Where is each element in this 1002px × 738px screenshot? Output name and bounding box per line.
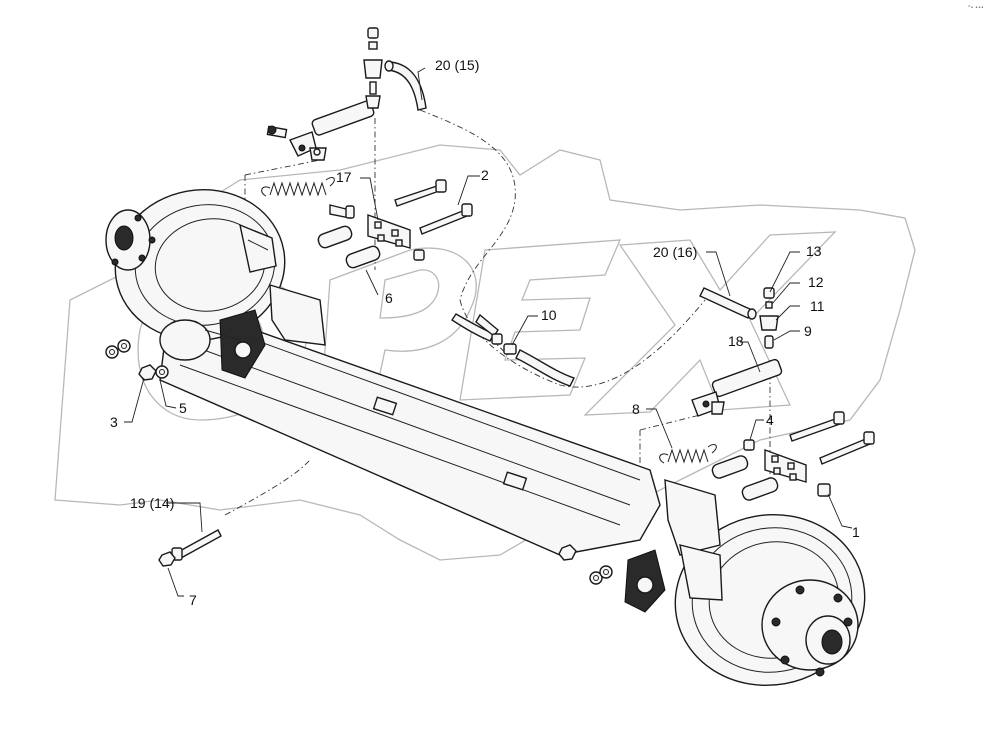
callout-11: 11 bbox=[810, 298, 825, 314]
right-brake-bracket bbox=[624, 479, 723, 613]
left-brake-cylinder bbox=[266, 100, 375, 161]
return-spring-right bbox=[659, 444, 717, 464]
left-bushings bbox=[317, 225, 381, 269]
callout-13: 13 bbox=[806, 243, 822, 259]
callout-12: 12 bbox=[808, 274, 824, 290]
right-bushings bbox=[711, 455, 779, 501]
leader-lines bbox=[124, 67, 853, 597]
left-nuts bbox=[105, 339, 169, 381]
callout-2: 2 bbox=[481, 167, 489, 183]
right-nuts bbox=[558, 544, 613, 585]
return-spring-left bbox=[261, 177, 335, 197]
callout-1: 1 bbox=[852, 524, 860, 540]
callout-9: 9 bbox=[804, 323, 812, 339]
callout-10: 10 bbox=[541, 307, 557, 323]
callout-20-15: 20 (15) bbox=[435, 57, 479, 73]
callout-18: 18 bbox=[728, 333, 744, 349]
callout-5: 5 bbox=[179, 400, 187, 416]
left-brake-bracket bbox=[159, 284, 326, 379]
right-hose-assembly bbox=[699, 287, 779, 349]
long-bolt bbox=[158, 529, 222, 567]
callout-7: 7 bbox=[189, 592, 197, 608]
callout-19-14: 19 (14) bbox=[130, 495, 174, 511]
left-brake-drum bbox=[105, 188, 286, 342]
callout-3: 3 bbox=[110, 414, 118, 430]
right-brake-drum bbox=[674, 513, 866, 687]
callout-labels: 20 (15) 17 2 6 10 20 (16) 13 12 11 9 18 … bbox=[110, 5, 984, 608]
right-mount-plate bbox=[743, 411, 875, 497]
middle-hose-assembly bbox=[451, 313, 575, 387]
callout-17: 17 bbox=[336, 169, 352, 185]
callout-8: 8 bbox=[632, 401, 640, 417]
right-brake-cylinder bbox=[691, 358, 783, 417]
callout-6: 6 bbox=[385, 290, 393, 306]
corner-note: °• ••• bbox=[968, 5, 984, 11]
callout-4: 4 bbox=[766, 412, 774, 428]
left-mount-plate bbox=[329, 179, 473, 261]
axle-beam bbox=[159, 299, 661, 556]
callout-20-16: 20 (16) bbox=[653, 244, 697, 260]
hose-top bbox=[384, 60, 427, 111]
left-fitting-stack bbox=[363, 27, 383, 109]
